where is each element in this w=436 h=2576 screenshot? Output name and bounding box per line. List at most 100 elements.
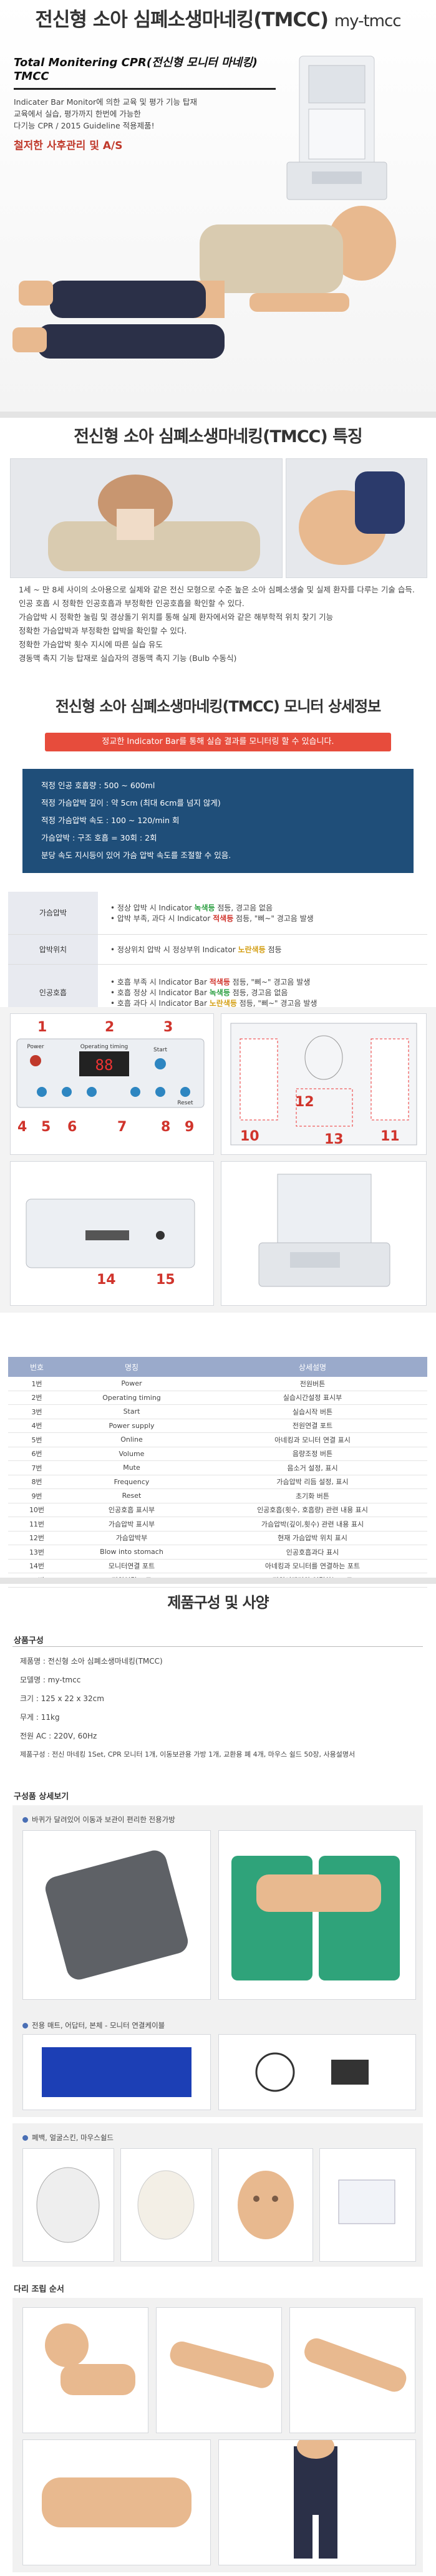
- group-caption: 전용 매트, 어답터, 본체 - 모니터 연결케이블: [22, 2020, 165, 2030]
- hero-headline: Total Monitering CPR(전신형 모니터 마네킹) TMCC: [14, 56, 258, 83]
- spec-line: 제품구성 : 전신 마네킹 1Set, CPR 모니터 1개, 이동보관용 가방…: [20, 1750, 356, 1758]
- indicator-label: 가슴압박: [8, 892, 98, 935]
- cable-image: [218, 2034, 416, 2110]
- hero-desc-2: 교육에서 실습, 평가까지 한번에 가능한: [14, 109, 141, 118]
- feature-item: 가슴압박 시 정확한 눌림 및 경상돌기 위치를 통해 실제 환자에서와 같은 …: [19, 612, 334, 622]
- features-title: 전신형 소아 심폐소생마네킹(TMCC) 특징: [74, 427, 363, 446]
- detail-heading: 구성품 상세보기: [14, 1792, 69, 1802]
- callout-10: 10: [240, 1129, 259, 1144]
- cell-name: Reset: [65, 1488, 198, 1503]
- callout-1: 1: [37, 1020, 47, 1035]
- lung-image: [120, 2148, 212, 2262]
- monitor-display-image: [221, 1013, 427, 1155]
- leg-step-1: [22, 2307, 148, 2433]
- leg-step-5: [218, 2434, 416, 2565]
- feature-item: 1세 ~ 만 8세 사이의 소아용으로 실제와 같은 전신 모형으로 수준 높은…: [19, 585, 415, 594]
- callout-11: 11: [380, 1129, 400, 1144]
- divider: [0, 1578, 436, 1584]
- cell-desc: 실습시작 버튼: [198, 1404, 427, 1419]
- cell-number: 14번: [8, 1559, 65, 1573]
- indicator-desc: • 정상위치 압박 시 정상부위 Indicator 노란색등 점등: [98, 934, 427, 965]
- cell-number: 7번: [8, 1460, 65, 1475]
- feature-item: 인공 호흡 시 정확한 인공호흡과 부정확한 인공호흡을 확인할 수 있다.: [19, 599, 245, 608]
- title-text: 전신형 소아 심폐소생마네킹(TMCC): [35, 9, 329, 31]
- divider: [12, 1646, 423, 1647]
- callout-9: 9: [185, 1119, 195, 1135]
- spec-line: 무게 : 11kg: [20, 1713, 60, 1722]
- cell-name: 가슴압박 표시부: [65, 1517, 198, 1532]
- bag-closed-image: [22, 1830, 211, 2000]
- callout-13: 13: [324, 1132, 344, 1147]
- indicator-label: 압박위치: [8, 934, 98, 965]
- cell-name: Online: [65, 1432, 198, 1447]
- monitor-back-image: [10, 1161, 214, 1306]
- callout-8: 8: [161, 1119, 171, 1135]
- headline-divider: [14, 88, 276, 90]
- cell-desc: 인공호흡과다 표시: [198, 1545, 427, 1560]
- table-row: 가슴압박 • 정상 압박 시 Indicator 녹색등 점등, 경고음 없음 …: [8, 892, 427, 935]
- callout-4: 4: [17, 1119, 27, 1135]
- hero-description: Total Monitering CPR(전신형 모니터 마네킹) TMCC I…: [14, 54, 288, 197]
- divider: [0, 412, 436, 418]
- spec-heading: 상품구성: [14, 1636, 44, 1646]
- leg-heading: 다리 조립 순서: [14, 2285, 64, 2294]
- bullet-icon: [22, 1817, 28, 1823]
- svg-text:Start: Start: [153, 1047, 167, 1053]
- bullet-icon: [22, 2023, 28, 2028]
- cell-desc: 인공호흡(횟수, 호흡량) 관련 내용 표시: [198, 1503, 427, 1517]
- callout-3: 3: [163, 1020, 173, 1035]
- leg-step-2: [156, 2307, 282, 2433]
- cell-number: 13번: [8, 1545, 65, 1560]
- service-text: 철저한 사후관리 및 A/S: [14, 140, 123, 152]
- bullet-icon: [22, 2135, 28, 2141]
- spec-line: 분당 속도 지시등이 있어 가슴 압박 속도를 조절할 수 있음.: [41, 851, 231, 860]
- callout-5: 5: [41, 1119, 51, 1135]
- table-row: 압박위치 • 정상위치 압박 시 정상부위 Indicator 노란색등 점등: [8, 934, 427, 965]
- monitor-side-image: [221, 1161, 427, 1306]
- cell-number: 11번: [8, 1517, 65, 1532]
- callout-2: 2: [105, 1020, 115, 1035]
- spec-line: 적정 가슴압박 속도 : 100 ~ 120/min 회: [41, 816, 180, 825]
- mouth-shield-image: [319, 2148, 416, 2262]
- indicator-table: 가슴압박 • 정상 압박 시 Indicator 녹색등 점등, 경고음 없음 …: [8, 892, 427, 1021]
- monitor-banner: 정교한 Indicator Bar를 통해 실습 결과를 모니터링 할 수 있습…: [45, 733, 391, 751]
- cell-desc: 전원버튼: [198, 1377, 427, 1391]
- model-text: my-tmcc: [334, 12, 402, 31]
- cell-number: 1번: [8, 1377, 65, 1391]
- table-header-row: 번호 명칭 상세설명: [8, 1357, 427, 1377]
- cell-name: Power: [65, 1377, 198, 1391]
- callout-14: 14: [97, 1272, 116, 1288]
- features-list: 1세 ~ 만 8세 사이의 소아용으로 실제와 같은 전신 모형으로 수준 높은…: [19, 583, 424, 665]
- cell-name: Mute: [65, 1460, 198, 1475]
- group-caption: 폐백, 얼굴스킨, 마우스쉴드: [22, 2133, 114, 2143]
- feature-item: 정확한 가슴압박 횟수 지시에 따른 실습 유도: [19, 640, 163, 649]
- cell-desc: 가슴압박(깊이,횟수) 관련 내용 표시: [198, 1517, 427, 1532]
- cell-desc: 음량조정 버튼: [198, 1447, 427, 1461]
- cell-desc: 실습시간설정 표시부: [198, 1391, 427, 1405]
- cell-name: Frequency: [65, 1475, 198, 1489]
- page-title: 전신형 소아 심폐소생마네킹(TMCC) my-tmcc: [0, 4, 436, 32]
- cell-name: Operating timing: [65, 1391, 198, 1405]
- cell-desc: 가슴압박 리듬 설정, 표시: [198, 1475, 427, 1489]
- cell-desc: 아네킹과 모니터를 연결하는 포트: [198, 1559, 427, 1573]
- spec-line: 제품명 : 전신형 소아 심폐소생마네킹(TMCC): [20, 1657, 163, 1666]
- hero-section: 전신형 소아 심폐소생마네킹(TMCC) my-tmcc Total Monit…: [0, 0, 436, 412]
- cell-number: 3번: [8, 1404, 65, 1419]
- hero-desc-3: 다기능 CPR / 2015 Guideline 적용제품!: [14, 121, 155, 130]
- cell-number: 9번: [8, 1488, 65, 1503]
- cell-number: 4번: [8, 1419, 65, 1433]
- hero-desc-1: Indicater Bar Monitor에 의한 교육 및 평가 기능 탑재: [14, 97, 197, 107]
- cell-name: Blow into stomach: [65, 1545, 198, 1560]
- callout-15: 15: [156, 1272, 175, 1288]
- mat-image: [22, 2034, 211, 2110]
